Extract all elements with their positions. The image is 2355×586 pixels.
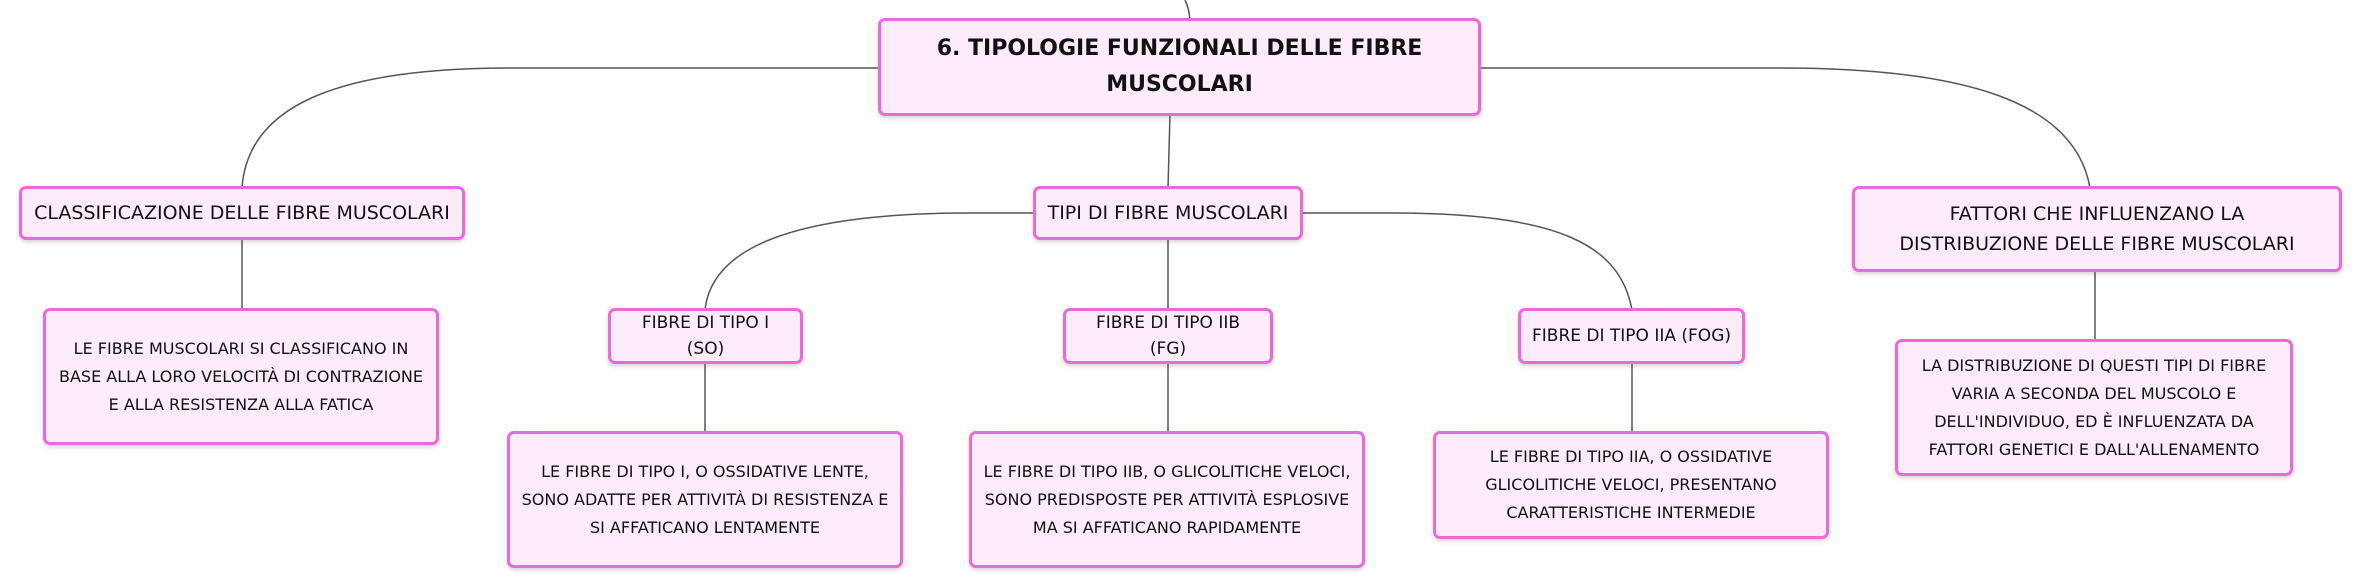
detail-fattori-text: LA DISTRIBUZIONE DI QUESTI TIPI DI FIBRE…	[1921, 355, 2267, 459]
topic-classificazione[interactable]: CLASSIFICAZIONE DELLE FIBRE MUSCOLARI	[19, 186, 465, 240]
root-topic-label: 6. TIPOLOGIE FUNZIONALI DELLE FIBRE MUSC…	[936, 36, 1423, 97]
topic-classificazione-label: CLASSIFICAZIONE DELLE FIBRE MUSCOLARI	[34, 202, 450, 224]
topic-tipo-iia[interactable]: FIBRE DI TIPO IIA (FOG)	[1518, 308, 1745, 364]
connector-root-tipi	[1167, 113, 1171, 189]
detail-tipo-iia-text: LE FIBRE DI TIPO IIA, O OSSIDATIVE GLICO…	[1485, 447, 1777, 522]
topic-tipo-i-label: FIBRE DI TIPO I (SO)	[641, 313, 770, 359]
detail-tipo-i-text: LE FIBRE DI TIPO I, O OSSIDATIVE LENTE, …	[521, 461, 889, 537]
detail-classificazione-text: LE FIBRE MUSCOLARI SI CLASSIFICANO IN BA…	[58, 338, 424, 414]
detail-tipo-iib[interactable]: LE FIBRE DI TIPO IIB, O GLICOLITICHE VEL…	[969, 431, 1365, 568]
topic-tipo-iia-label: FIBRE DI TIPO IIA (FOG)	[1531, 326, 1731, 346]
topic-tipi-label: TIPI DI FIBRE MUSCOLARI	[1047, 202, 1289, 224]
detail-tipo-iia[interactable]: LE FIBRE DI TIPO IIA, O OSSIDATIVE GLICO…	[1433, 431, 1829, 539]
root-topic[interactable]: 6. TIPOLOGIE FUNZIONALI DELLE FIBRE MUSC…	[878, 18, 1481, 116]
connector-parent-root	[1184, 0, 1191, 21]
topic-fattori[interactable]: FATTORI CHE INFLUENZANO LA DISTRIBUZIONE…	[1852, 186, 2342, 272]
topic-tipo-iib-label: FIBRE DI TIPO IIB (FG)	[1095, 313, 1241, 359]
topic-tipo-iib[interactable]: FIBRE DI TIPO IIB (FG)	[1063, 308, 1273, 364]
detail-tipo-i[interactable]: LE FIBRE DI TIPO I, O OSSIDATIVE LENTE, …	[507, 431, 903, 568]
detail-tipo-iib-text: LE FIBRE DI TIPO IIB, O GLICOLITICHE VEL…	[983, 461, 1351, 537]
connector-root-fattori	[1478, 67, 2091, 189]
connector-root-classificazione	[241, 67, 883, 189]
topic-fattori-label: FATTORI CHE INFLUENZANO LA DISTRIBUZIONE…	[1899, 203, 2295, 255]
detail-fattori[interactable]: LA DISTRIBUZIONE DI QUESTI TIPI DI FIBRE…	[1895, 339, 2293, 476]
topic-tipi[interactable]: TIPI DI FIBRE MUSCOLARI	[1033, 186, 1303, 240]
topic-tipo-i[interactable]: FIBRE DI TIPO I (SO)	[608, 308, 803, 364]
connector-tipi-tipo-iia	[1302, 212, 1633, 311]
connector-tipi-tipo-i	[704, 212, 1033, 311]
detail-classificazione[interactable]: LE FIBRE MUSCOLARI SI CLASSIFICANO IN BA…	[43, 308, 439, 445]
